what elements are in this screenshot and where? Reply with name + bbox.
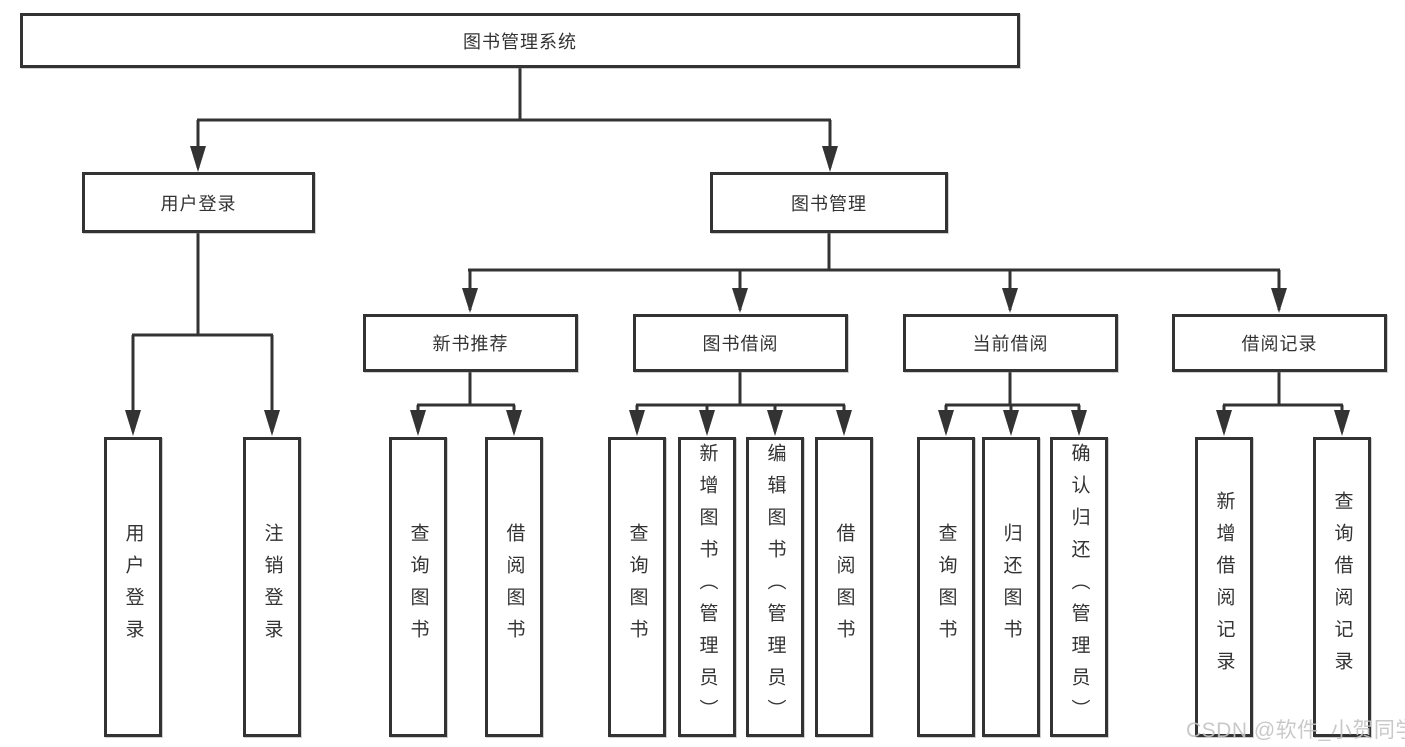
arrow-icon [1071, 410, 1087, 436]
arrow-icon [1003, 410, 1019, 436]
leaf-confirm-return-admin: 确认归还（管理员） [1050, 437, 1108, 737]
arrow-icon [264, 410, 280, 436]
leaf-label: 确认归还（管理员） [1068, 443, 1090, 731]
leaf-query-books-current: 查询图书 [917, 437, 975, 737]
arrow-icon [732, 288, 748, 313]
leaf-edit-book-admin: 编辑图书（管理员） [746, 437, 804, 737]
connector-paths [131, 66, 1344, 432]
leaf-user-login: 用户登录 [104, 437, 162, 737]
arrow-icon [190, 146, 206, 172]
arrow-icon [125, 410, 141, 436]
arrow-icon [1002, 288, 1018, 313]
leaf-label: 查询图书 [626, 523, 648, 651]
node-new-book-recommend: 新书推荐 [363, 314, 578, 372]
arrow-icon [699, 410, 715, 436]
node-borrowing-records: 借阅记录 [1172, 314, 1387, 372]
node-library-system: 图书管理系统 [20, 13, 1020, 68]
leaf-label: 用户登录 [122, 523, 144, 651]
leaf-borrow-books: 借阅图书 [815, 437, 873, 737]
leaf-label: 编辑图书（管理员） [764, 443, 786, 731]
leaf-label: 注销登录 [261, 523, 283, 651]
node-label: 当前借阅 [972, 334, 1049, 354]
node-label: 图书管理系统 [463, 31, 577, 52]
arrow-icon [1216, 410, 1232, 436]
arrow-icon [767, 410, 783, 436]
leaf-add-borrow-record: 新增借阅记录 [1195, 437, 1253, 737]
leaf-borrow-books-recommend: 借阅图书 [485, 437, 543, 737]
leaf-return-book: 归还图书 [982, 437, 1040, 737]
node-label: 新书推荐 [432, 334, 509, 354]
leaf-label: 查询图书 [407, 523, 429, 651]
leaf-label: 查询图书 [935, 523, 957, 651]
node-book-management: 图书管理 [710, 172, 948, 233]
arrow-icon [836, 410, 852, 436]
node-label: 用户登录 [160, 193, 237, 214]
leaf-label: 新增图书（管理员） [696, 443, 718, 731]
leaf-add-book-admin: 新增图书（管理员） [678, 437, 736, 737]
node-label: 图书管理 [791, 193, 867, 214]
arrow-icon [1271, 288, 1287, 313]
arrow-icon [462, 288, 478, 313]
arrow-icon [1334, 410, 1350, 436]
arrow-icon [938, 410, 954, 436]
node-current-borrowing: 当前借阅 [903, 314, 1118, 372]
leaf-query-books-borrow: 查询图书 [608, 437, 666, 737]
leaf-label: 查询借阅记录 [1331, 491, 1353, 683]
node-book-borrowing: 图书借阅 [633, 314, 848, 372]
leaf-label: 借阅图书 [503, 523, 525, 651]
leaf-query-borrow-record: 查询借阅记录 [1313, 437, 1371, 737]
leaf-logout: 注销登录 [243, 437, 301, 737]
node-label: 图书借阅 [702, 334, 779, 354]
arrow-icon [629, 410, 645, 436]
node-label: 借阅记录 [1241, 334, 1318, 354]
leaf-query-books-recommend: 查询图书 [389, 437, 447, 737]
leaf-label: 归还图书 [1000, 523, 1022, 651]
arrow-icon [822, 146, 838, 172]
csdn-watermark: CSDN @软件_小贺同学 [1186, 719, 1405, 742]
leaf-label: 新增借阅记录 [1213, 491, 1235, 683]
arrow-icon [410, 410, 426, 436]
arrow-icon [506, 410, 522, 436]
leaf-label: 借阅图书 [833, 523, 855, 651]
node-user-login: 用户登录 [82, 172, 315, 233]
